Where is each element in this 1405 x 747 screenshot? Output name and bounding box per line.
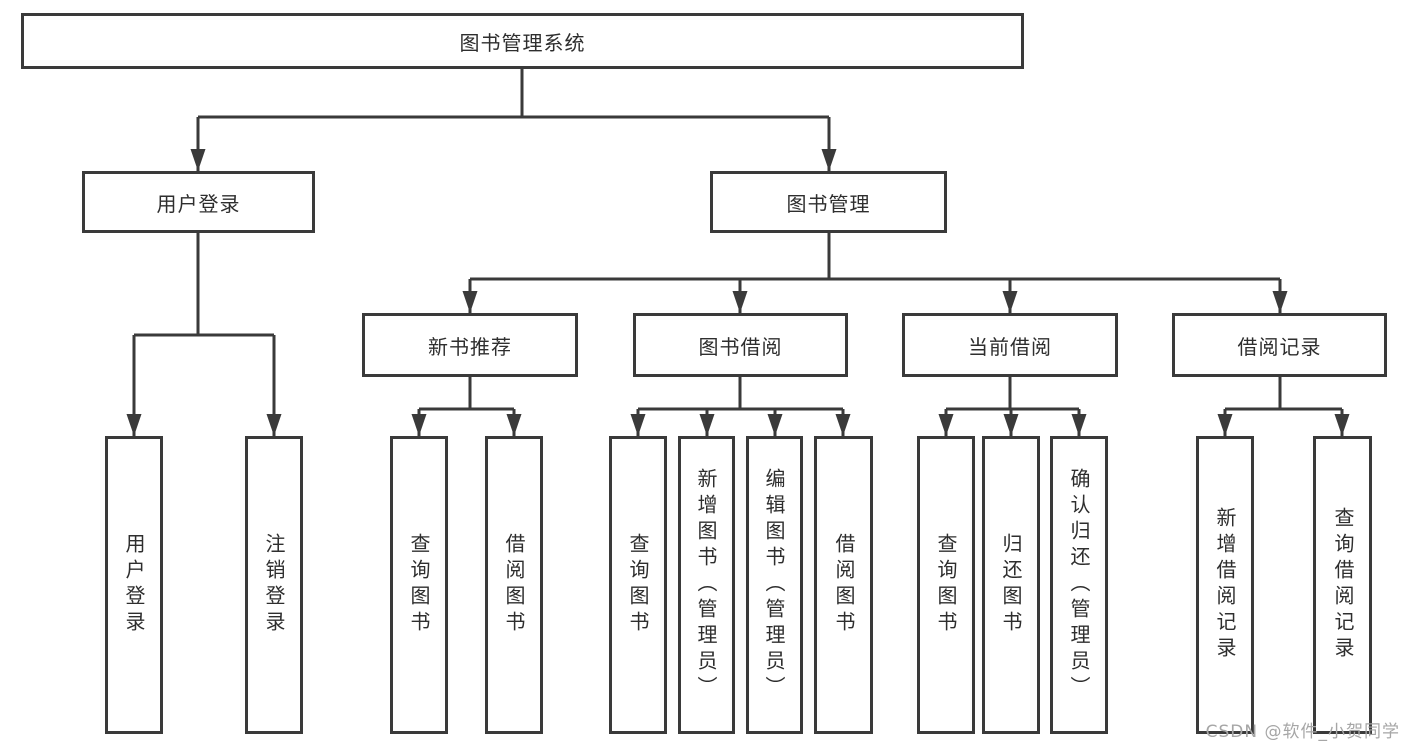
leaf-borrow-books: 借阅图书: [814, 436, 873, 734]
node-user-login: 用户登录: [82, 171, 315, 233]
csdn-watermark: CSDN @软件_小贺同学: [1205, 722, 1400, 742]
leaf-add-books-admin: 新增图书（管理员）: [678, 436, 735, 734]
leaf-confirm-return-admin: 确认归还（管理员）: [1050, 436, 1108, 734]
node-borrow-records: 借阅记录: [1172, 313, 1387, 377]
leaf-logout: 注销登录: [245, 436, 303, 734]
node-current-borrow: 当前借阅: [902, 313, 1118, 377]
leaf-query-books-borrow: 查询图书: [609, 436, 667, 734]
node-root-library-system: 图书管理系统: [21, 13, 1024, 69]
leaf-user-login: 用户登录: [105, 436, 163, 734]
leaf-borrow-books-recommend: 借阅图书: [485, 436, 543, 734]
node-new-book-recommend: 新书推荐: [362, 313, 578, 377]
leaf-query-books-current: 查询图书: [917, 436, 975, 734]
leaf-query-books-recommend: 查询图书: [390, 436, 448, 734]
leaf-query-borrow-record: 查询借阅记录: [1313, 436, 1372, 734]
leaf-add-borrow-record: 新增借阅记录: [1196, 436, 1254, 734]
leaf-return-books: 归还图书: [982, 436, 1040, 734]
leaf-edit-books-admin: 编辑图书（管理员）: [746, 436, 803, 734]
node-book-borrow: 图书借阅: [633, 313, 848, 377]
node-book-management: 图书管理: [710, 171, 947, 233]
